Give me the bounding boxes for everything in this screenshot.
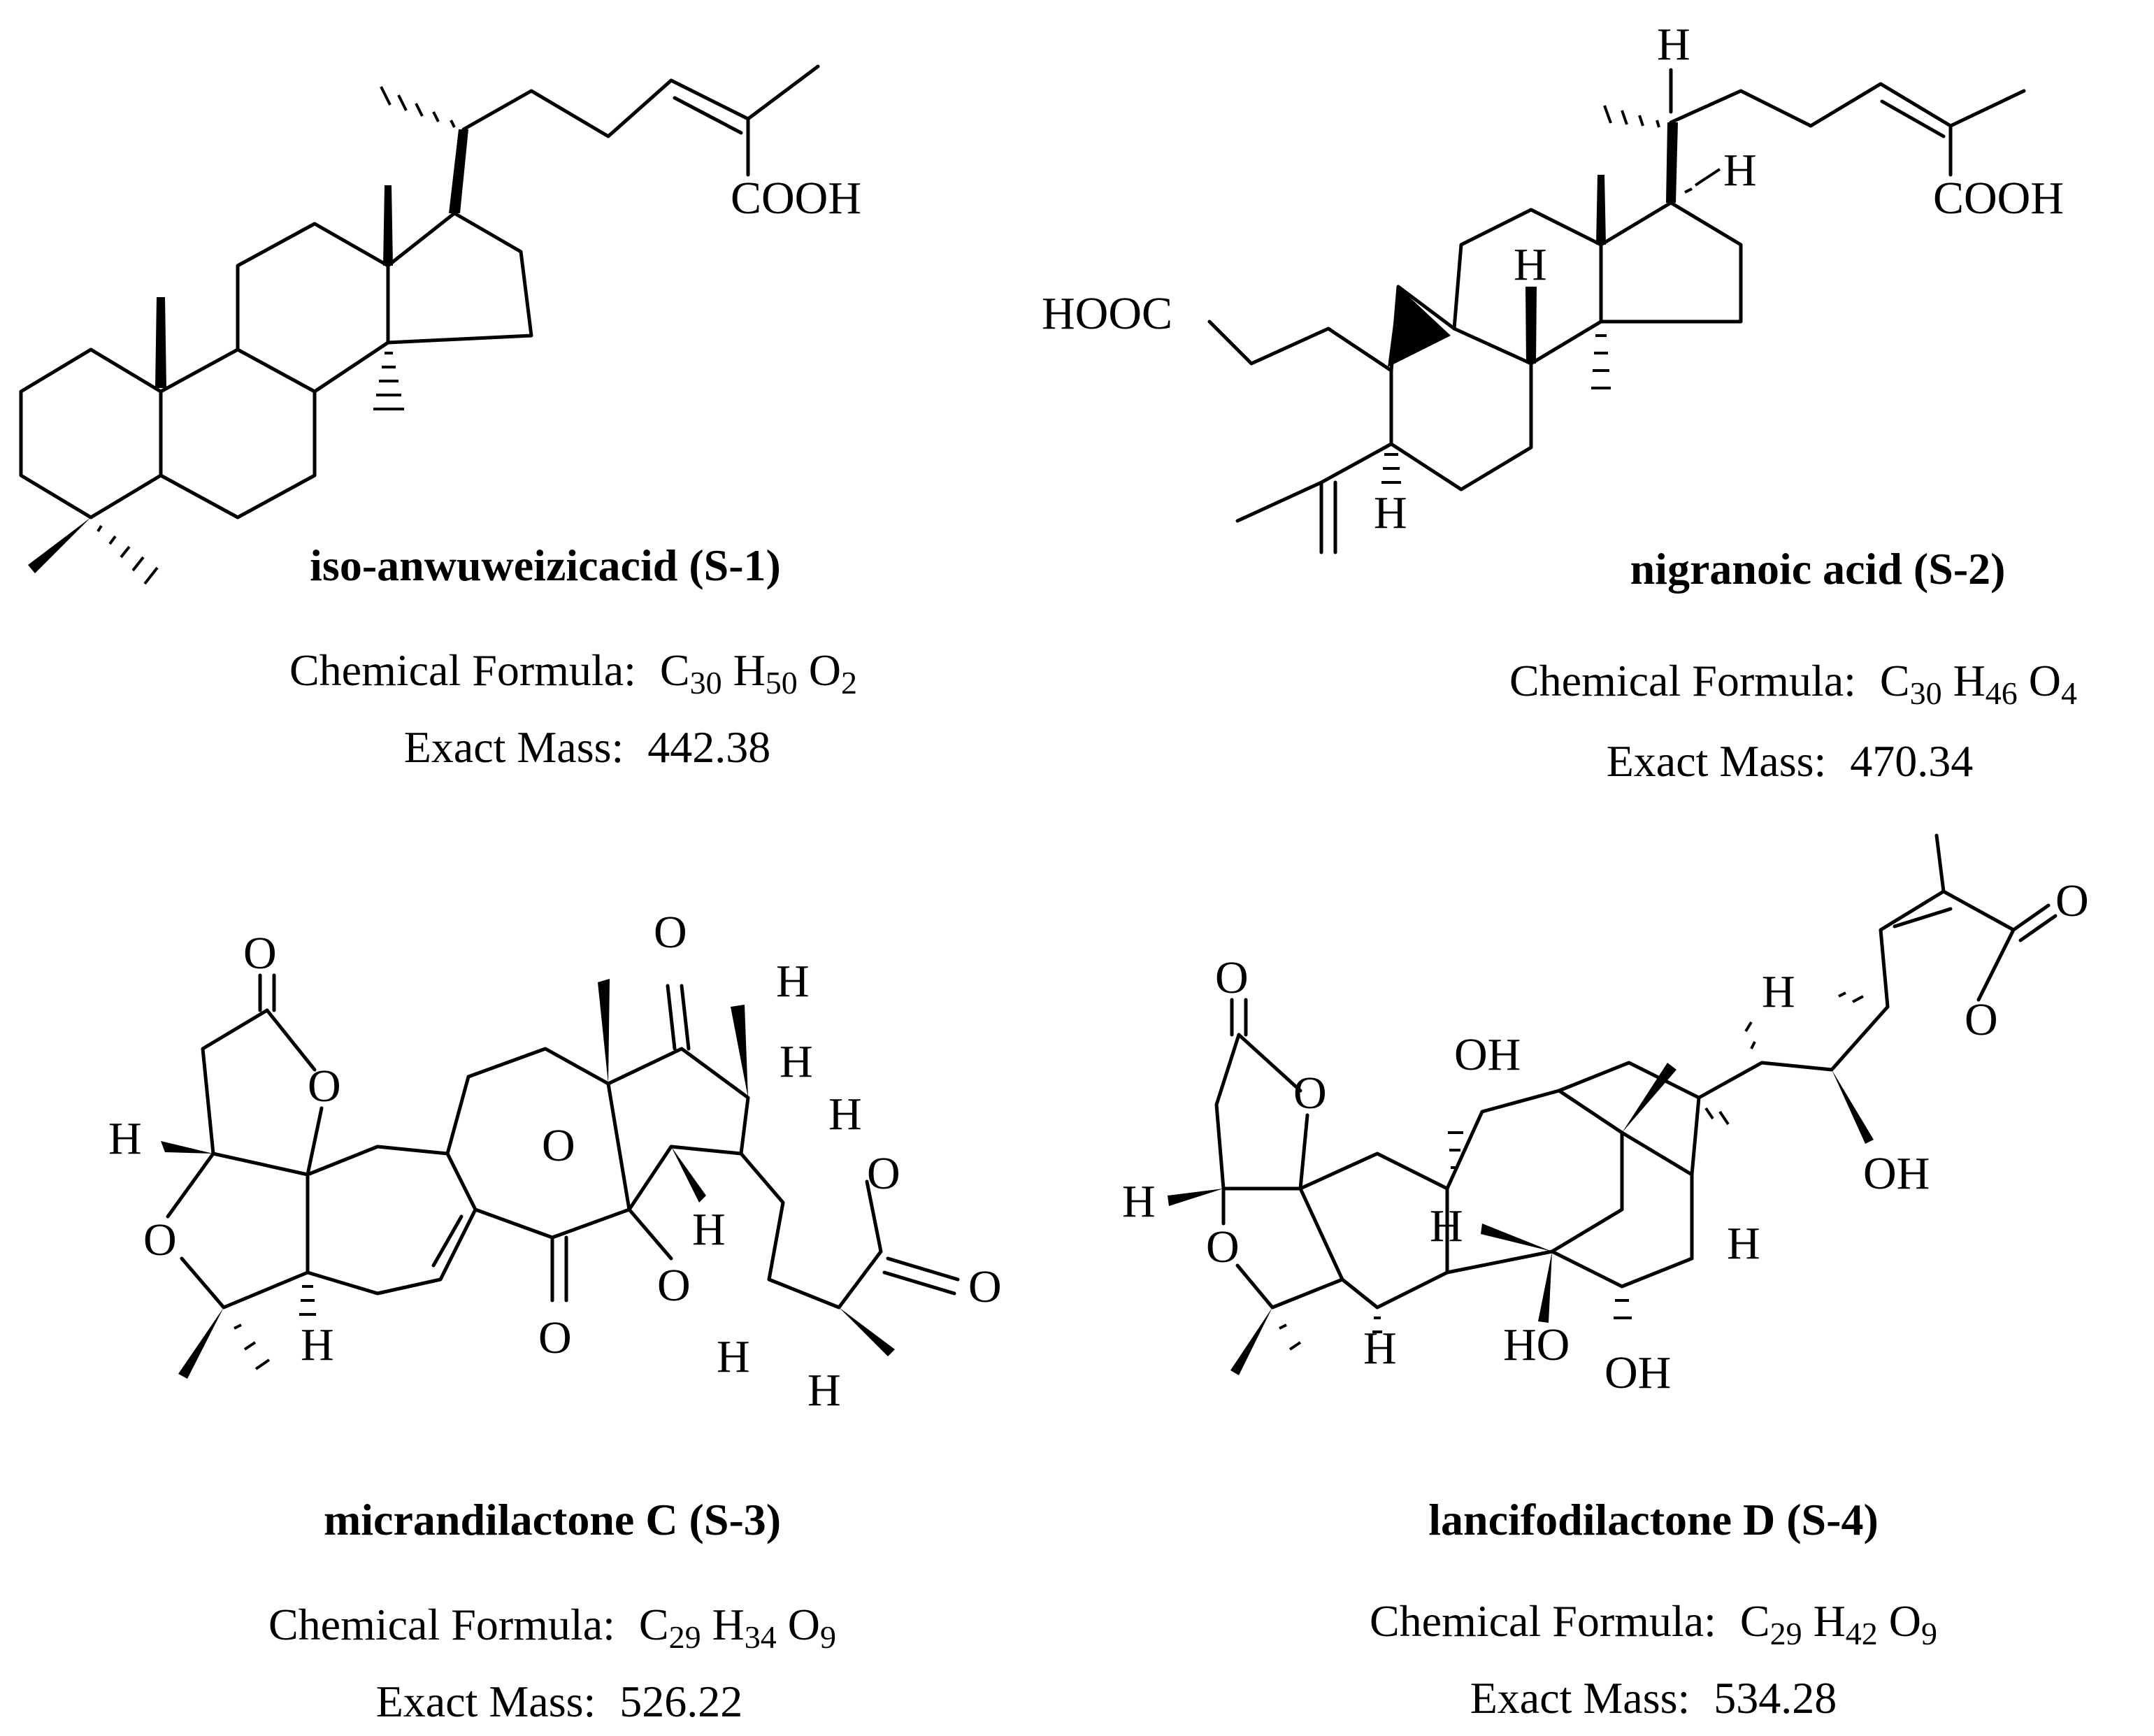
- caption-s3: micrandilactone C (S-3) Chemical Formula…: [268, 1495, 836, 1726]
- o-label: O: [308, 1061, 341, 1112]
- o-label: O: [542, 1120, 575, 1171]
- oh-label: OH: [1454, 1029, 1521, 1080]
- h-label: H: [108, 1113, 142, 1164]
- mass-line: Exact Mass: 534.28: [1470, 1673, 1837, 1723]
- mass-value: 470.34: [1850, 736, 1973, 786]
- o-label: O: [243, 928, 277, 979]
- o-label: O: [657, 1260, 691, 1311]
- h-label: H: [1762, 966, 1795, 1017]
- formula-label: Chemical Formula:: [1370, 1596, 1716, 1646]
- caption-s1: iso-anwuweizicacid (S-1) Chemical Formul…: [289, 540, 857, 772]
- h-label: H: [807, 1365, 841, 1416]
- mass-line: Exact Mass: 442.38: [404, 722, 771, 772]
- h-label: H: [1430, 1200, 1463, 1251]
- o-label: O: [538, 1312, 572, 1363]
- structure-s4: O O O H OH H H HO OH: [1122, 833, 2089, 1398]
- ho-label: HO: [1503, 1319, 1570, 1370]
- structure-s3: O O O H H O O O H H: [108, 907, 1002, 1416]
- o-label: O: [2055, 875, 2089, 926]
- formula-line: Chemical Formula: C30 H46 O4: [1509, 656, 2077, 714]
- o-label: O: [1206, 1221, 1240, 1272]
- oh-label: OH: [1604, 1347, 1671, 1398]
- mass-value: 442.38: [647, 722, 770, 772]
- hash-bond: [380, 86, 456, 128]
- acid-label-left: HOOC: [1042, 288, 1172, 339]
- h-label: H: [1727, 1218, 1760, 1269]
- mass-label: Exact Mass:: [1607, 736, 1827, 786]
- caption-s2: nigranoic acid (S-2) Chemical Formula: C…: [1509, 544, 2077, 786]
- o-label: O: [654, 907, 687, 958]
- h-label: H: [717, 1331, 750, 1382]
- oh-label: OH: [1863, 1148, 1930, 1199]
- acid-label-right: COOH: [1933, 173, 2064, 224]
- h-label: H: [1374, 487, 1407, 538]
- h-label: H: [1363, 1323, 1397, 1374]
- h-label: H: [1122, 1176, 1156, 1227]
- mass-label: Exact Mass:: [1470, 1673, 1690, 1723]
- h-label: H: [1514, 239, 1547, 290]
- compound-name: nigranoic acid (S-2): [1630, 544, 2006, 594]
- formula-line: Chemical Formula: C29 H34 O9: [268, 1600, 836, 1658]
- o-label: O: [1215, 952, 1249, 1003]
- mass-value: 526.22: [619, 1677, 742, 1726]
- formula-label: Chemical Formula:: [268, 1600, 615, 1649]
- o-label: O: [1965, 994, 1998, 1045]
- h-label: H: [1723, 145, 1757, 196]
- acid-label: COOH: [731, 173, 861, 224]
- mass-label: Exact Mass:: [404, 722, 624, 772]
- o-label: O: [1293, 1068, 1327, 1119]
- compound-name: micrandilactone C (S-3): [324, 1495, 781, 1544]
- formula-line: Chemical Formula: C29 H42 O9: [1370, 1596, 1937, 1654]
- structure-s2: HOOC H H H H: [1042, 19, 2064, 554]
- mass-line: Exact Mass: 470.34: [1607, 736, 1974, 786]
- h-label: H: [1657, 19, 1690, 70]
- hash-bond: [1603, 105, 1660, 128]
- o-label: O: [143, 1214, 177, 1265]
- o-label: O: [968, 1261, 1002, 1312]
- structure-s1: COOH: [19, 64, 861, 585]
- compound-name: lancifodilactone D (S-4): [1428, 1495, 1879, 1544]
- h-label: H: [776, 956, 810, 1007]
- mass-value: 534.28: [1714, 1673, 1837, 1723]
- mass-label: Exact Mass:: [376, 1677, 596, 1726]
- h-label: H: [780, 1036, 813, 1087]
- formula-label: Chemical Formula:: [289, 645, 636, 695]
- o-label: O: [867, 1148, 900, 1199]
- h-label: H: [692, 1204, 726, 1255]
- h-label: H: [828, 1089, 862, 1140]
- formula-line: Chemical Formula: C30 H50 O2: [289, 645, 857, 703]
- compound-name: iso-anwuweizicacid (S-1): [310, 540, 781, 590]
- hash-bond: [96, 524, 159, 585]
- formula-label: Chemical Formula:: [1509, 656, 1856, 705]
- h-label: H: [301, 1319, 334, 1370]
- caption-s4: lancifodilactone D (S-4) Chemical Formul…: [1370, 1495, 1937, 1723]
- mass-line: Exact Mass: 526.22: [376, 1677, 743, 1726]
